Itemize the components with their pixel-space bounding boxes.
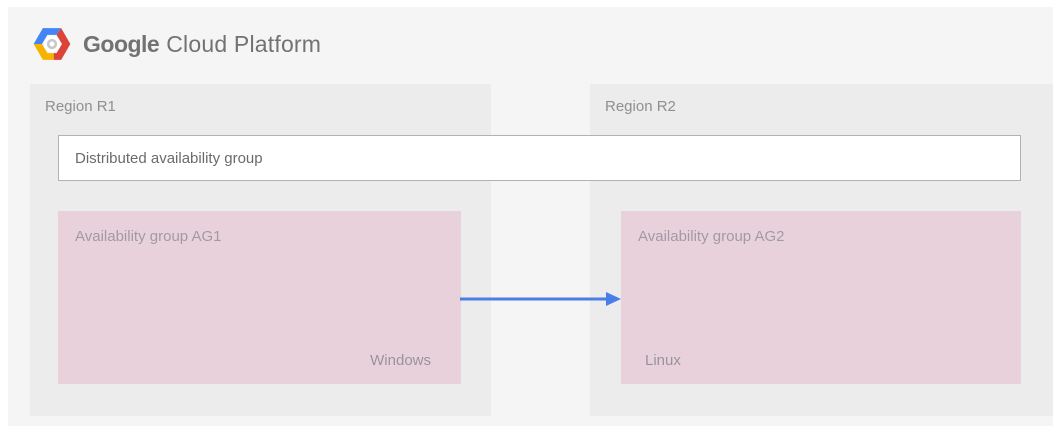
arrow-head	[606, 292, 621, 306]
distributed-availability-group-label: Distributed availability group	[75, 149, 263, 167]
os-label-linux: Linux	[645, 352, 681, 369]
gcp-hexagon-icon	[33, 28, 71, 60]
availability-group-ag2-box: Availability group AG2 Linux	[621, 211, 1021, 384]
brand-google-text: Google	[83, 30, 160, 57]
logo-center-dot	[49, 41, 55, 47]
brand-cloud-platform-text: Cloud Platform	[166, 30, 322, 57]
os-label-windows: Windows	[370, 352, 431, 369]
gcp-logo: Google Cloud Platform	[32, 24, 321, 64]
logo-segment-red	[53, 28, 71, 60]
region-r1-label: Region R1	[45, 98, 116, 115]
distributed-availability-group-box: Distributed availability group	[58, 135, 1021, 181]
availability-group-ag1-label: Availability group AG1	[75, 228, 222, 245]
diagram-panel: Google Cloud Platform Region R1 Region R…	[8, 7, 1053, 426]
availability-group-ag1-box: Availability group AG1 Windows	[58, 211, 461, 384]
replication-arrow-icon	[460, 292, 621, 306]
region-r2-label: Region R2	[605, 98, 676, 115]
brand-wordmark: Google Cloud Platform	[83, 31, 321, 58]
availability-group-ag2-label: Availability group AG2	[638, 228, 785, 245]
logo-segment-yellow	[33, 44, 54, 60]
logo-segment-blue	[33, 28, 62, 44]
